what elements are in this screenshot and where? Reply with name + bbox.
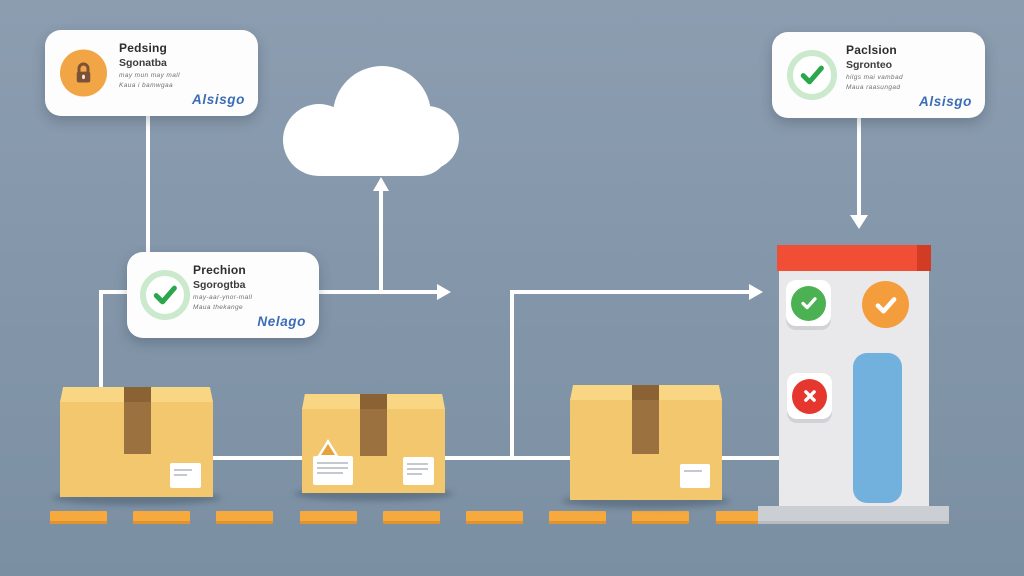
warning-label [313, 439, 353, 485]
connector-up-to-cloud [379, 190, 383, 294]
connector-card2-left [99, 290, 129, 294]
card-fineprint: may mun may mall [119, 72, 180, 79]
packing-tape [124, 401, 151, 454]
brand-logo-text: Nelago [257, 314, 306, 329]
cardboard-box-3 [562, 385, 730, 508]
conveyor-dash [133, 511, 191, 524]
card3-icon-wrap [787, 50, 837, 100]
connector-to-machine [510, 290, 752, 294]
packing-tape [360, 408, 387, 456]
label-line [407, 472, 422, 475]
card-title: Pedsing [119, 41, 168, 55]
conveyor-dash [549, 511, 607, 524]
label-line [684, 469, 702, 472]
card-precision-check: Prechion Sgorogtba may-aar-ynor-mall Mau… [127, 252, 319, 338]
cloud-icon [283, 66, 459, 176]
card-fineprint: may-aar-ynor-mall [193, 294, 253, 301]
machine-top-band [777, 245, 931, 271]
card-fineprint: Kaua i bamwgaa [119, 82, 174, 89]
packing-tape [360, 394, 387, 409]
brand-logo-text: Alsisgo [192, 92, 245, 107]
green-check-icon [791, 285, 826, 321]
conveyor-dash [50, 511, 107, 524]
label-line [174, 468, 192, 471]
warning-triangle-fill [321, 444, 335, 455]
conveyor-baseline [130, 456, 780, 460]
card-subtitle: Sgorogtba [193, 279, 246, 291]
card-subtitle: Sgronteo [846, 59, 893, 71]
conveyor-dash [299, 511, 357, 524]
label-line [174, 473, 187, 476]
connector-card3-to-machine [857, 118, 861, 217]
cloud-puff [295, 118, 449, 176]
lock-icon [60, 49, 107, 97]
conveyor-dash [382, 511, 440, 524]
shipping-label [680, 464, 710, 488]
check-ring-icon [140, 270, 190, 320]
conveyor-dash [632, 511, 690, 524]
arrowhead-up-icon [373, 177, 389, 191]
card2-icon-wrap [140, 270, 190, 320]
arrowhead-right-icon [749, 284, 763, 300]
brand-logo-text: Alsisgo [919, 94, 972, 109]
red-x-icon [792, 378, 827, 414]
card-title: Prechion [193, 263, 246, 277]
conveyor-dash [466, 511, 523, 524]
status-tile-pass [786, 280, 831, 326]
card-quality-granted: Paclsion Sgronteo hilgs mai vambad Maua … [772, 32, 985, 118]
card-title: Paclsion [846, 43, 897, 57]
machine-top-band-edge [917, 245, 931, 271]
sorting-machine [777, 245, 931, 507]
orange-check-icon [862, 281, 909, 328]
check-ring-icon [787, 50, 837, 100]
card-subtitle: Sgonatba [119, 57, 167, 69]
packing-tape [632, 399, 659, 455]
packing-tape [124, 387, 151, 402]
shipping-label [170, 463, 201, 488]
card1-icon-wrap [60, 49, 107, 97]
label-line [317, 461, 348, 464]
label-line [317, 466, 348, 469]
conveyor-dash [216, 511, 274, 524]
card-fineprint: Maua raasungad [846, 84, 901, 91]
label-line [407, 467, 429, 470]
machine-base [758, 506, 949, 524]
card-packing-station: Pedsing Sgonatba may mun may mall Kaua i… [45, 30, 258, 116]
machine-door-slot [853, 353, 902, 503]
shipping-label [403, 457, 434, 485]
warning-triangle-icon [317, 439, 339, 457]
status-tile-fail [787, 373, 832, 419]
label-line [317, 471, 343, 474]
arrowhead-right-icon [437, 284, 451, 300]
arrowhead-down-icon [850, 215, 868, 229]
label-line [407, 462, 429, 465]
card-fineprint: hilgs mai vambad [846, 74, 903, 81]
connector-belt-up [510, 292, 514, 460]
cardboard-box-2 [294, 394, 453, 501]
packing-tape [632, 385, 659, 400]
cardboard-box-1 [52, 387, 221, 505]
card-fineprint: Maua thekange [193, 304, 244, 311]
connector-card1-to-card2 [146, 116, 150, 253]
connector-down-to-box1 [99, 290, 103, 389]
